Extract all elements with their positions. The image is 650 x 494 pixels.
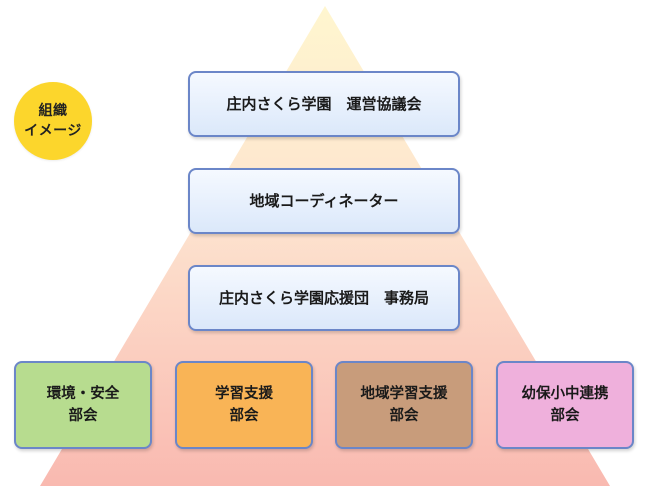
council-label: 庄内さくら学園 運営協議会	[226, 95, 422, 113]
committee-label-line2: 部会	[550, 408, 580, 424]
coordinator-label: 地域コーディネーター	[249, 192, 399, 210]
committee-label-line1: 地域学習支援	[360, 386, 448, 402]
committee-label-line2: 部会	[229, 408, 259, 424]
committee-label-line1: 幼保小中連携	[521, 386, 609, 402]
organization-image-badge: 組織 イメージ	[14, 82, 92, 160]
committee-label-line2: 部会	[68, 408, 98, 424]
coordinator-box: 地域コーディネーター	[188, 168, 460, 234]
badge-line-1: 組織	[38, 103, 68, 119]
committee-label-line1: 学習支援	[215, 386, 273, 402]
committee-environment-safety: 環境・安全 部会	[14, 361, 152, 449]
badge-line-2: イメージ	[24, 123, 82, 139]
committee-label-line2: 部会	[389, 408, 419, 424]
committee-label-line1: 環境・安全	[46, 386, 120, 402]
council-box: 庄内さくら学園 運営協議会	[188, 71, 460, 137]
support-office-box: 庄内さくら学園応援団 事務局	[188, 265, 460, 331]
committee-preschool-school-liaison: 幼保小中連携 部会	[496, 361, 634, 449]
committee-learning-support: 学習支援 部会	[175, 361, 313, 449]
support-office-label: 庄内さくら学園応援団 事務局	[218, 289, 429, 307]
committee-community-learning: 地域学習支援 部会	[335, 361, 473, 449]
